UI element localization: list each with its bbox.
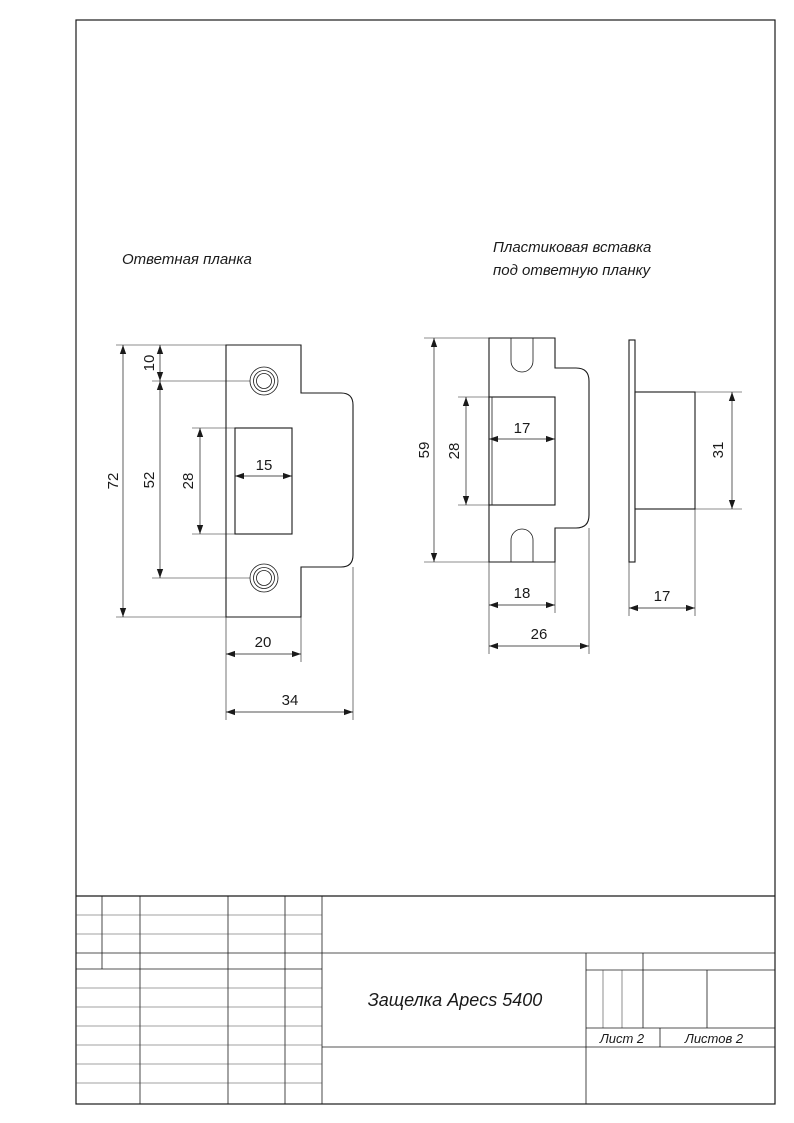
dim-strike-hole-offset: 10: [141, 355, 158, 372]
dim-insert-slot-width: 17: [514, 420, 531, 437]
caption-plastic-insert-line1: Пластиковая вставка: [493, 239, 651, 256]
dim-strike-plate-width: 20: [255, 634, 272, 651]
insert-top-notch: [510, 338, 534, 373]
dim-insert-side-depth: 17: [654, 588, 671, 605]
dim-strike-slot-width: 15: [256, 457, 273, 474]
dim-insert-total-height: 59: [416, 442, 433, 459]
title-block: Защелка Apecs 5400 Лист 2 Листов 2: [76, 895, 775, 1104]
insert-side-body: [634, 391, 696, 510]
dim-strike-total-height: 72: [105, 473, 122, 490]
drawing-frame: [75, 19, 776, 1105]
plastic-insert-side-drawing: 31 17: [628, 339, 742, 616]
dim-strike-total-width: 34: [282, 692, 299, 709]
dim-strike-hole-spacing: 52: [141, 472, 158, 489]
plastic-insert-front-drawing: 59 28 17 18 26: [416, 337, 590, 654]
strike-plate-slot: [234, 427, 293, 535]
title-block-title: Защелка Apecs 5400: [368, 990, 543, 1010]
dim-strike-slot-height: 28: [180, 473, 197, 490]
insert-bottom-notch: [510, 528, 534, 562]
title-block-sheet: Лист 2: [599, 1031, 645, 1046]
screw-hole-bottom: [249, 563, 279, 593]
dim-insert-slot-height: 28: [446, 443, 463, 460]
dim-insert-side-height: 31: [710, 442, 727, 459]
insert-side-flange: [628, 339, 636, 563]
dim-insert-total-width: 26: [531, 626, 548, 643]
caption-strike-plate: Ответная планка: [122, 251, 252, 268]
title-block-sheets-total: Листов 2: [684, 1031, 744, 1046]
dim-insert-body-width: 18: [514, 585, 531, 602]
strike-plate-drawing: 72 10 52 28 15 20 34: [105, 344, 354, 720]
insert-pocket: [488, 396, 556, 506]
caption-plastic-insert-line2: под ответную планку: [493, 262, 652, 279]
